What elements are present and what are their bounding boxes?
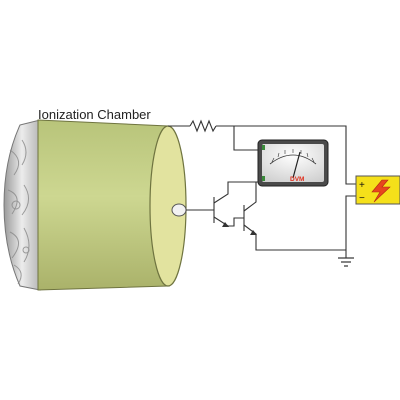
meter-terminal-minus xyxy=(262,176,265,181)
transistor-1-emitter xyxy=(213,216,244,227)
wire-battery-minus xyxy=(345,195,356,250)
transistor-1-arrow xyxy=(222,222,229,227)
battery: + − xyxy=(355,175,400,205)
transistor-2-emitter xyxy=(243,224,346,251)
wire-to-meter xyxy=(233,126,258,151)
battery-minus-label: − xyxy=(359,193,365,204)
transistor-2-arrow xyxy=(250,230,257,235)
chamber-end-cap xyxy=(3,119,41,291)
chamber-cap-pattern xyxy=(7,139,30,285)
ground-symbol xyxy=(338,257,354,267)
electrode-terminal xyxy=(171,203,187,217)
meter-scale xyxy=(269,154,317,165)
chamber-label: Ionization Chamber xyxy=(38,107,151,122)
meter-face xyxy=(262,144,324,182)
meter-label: DVM xyxy=(290,176,304,183)
meter-needle xyxy=(292,151,301,179)
ionization-chamber xyxy=(3,119,187,291)
chamber-body xyxy=(37,119,169,291)
dvm-meter: DVM xyxy=(257,139,329,187)
transistor-2-collector xyxy=(243,181,258,212)
meter-terminal-plus xyxy=(262,145,265,150)
circuit-wires xyxy=(168,119,356,258)
meter-ticks xyxy=(271,149,315,163)
wire-top-right xyxy=(216,125,356,185)
battery-plus-label: + xyxy=(359,180,365,191)
lightning-bolt-icon xyxy=(371,179,391,203)
transistor-1-collector xyxy=(213,181,258,204)
resistor xyxy=(189,119,217,133)
